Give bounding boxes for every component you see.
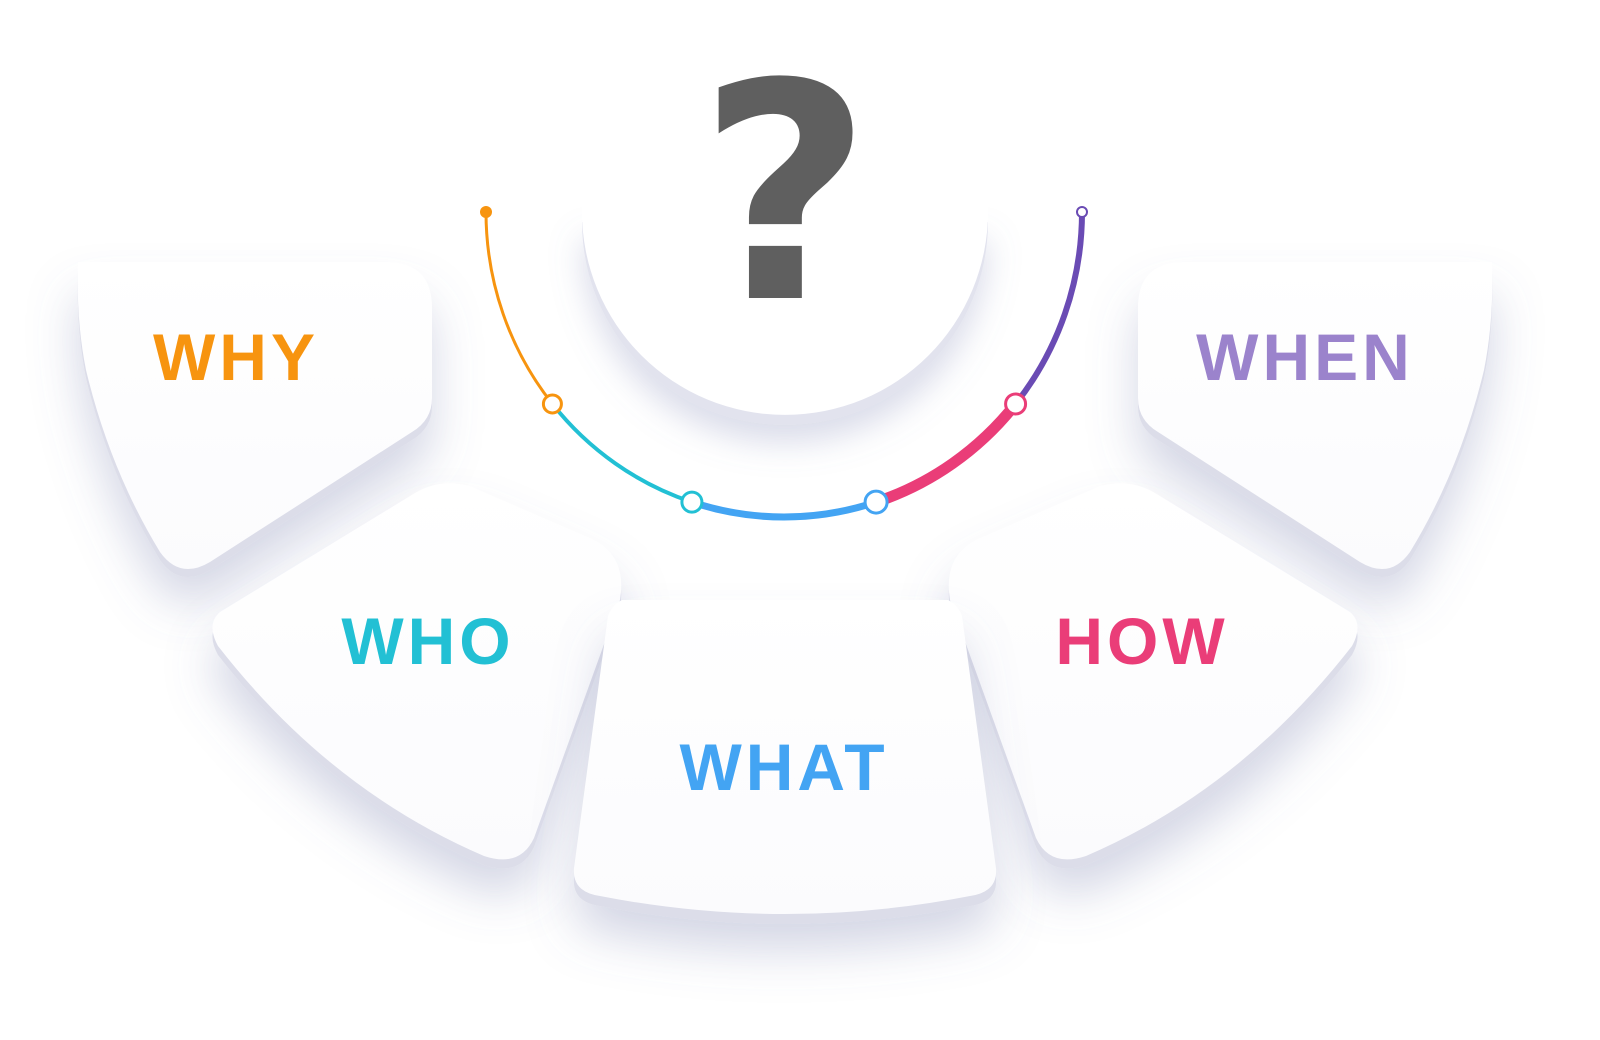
arc-segment-why (484, 210, 554, 406)
segment-why (77, 262, 433, 578)
arc-start-dot (480, 206, 492, 218)
label-when: WHEN (1196, 320, 1414, 394)
arc-joint-dot (863, 489, 889, 515)
segment-who (212, 483, 622, 869)
arc-end-dot (1076, 206, 1088, 218)
segment-what (573, 600, 997, 924)
label-who: WHO (341, 604, 514, 678)
segment-how (948, 483, 1358, 869)
segment-how-panel (948, 483, 1358, 860)
segment-why-panel (77, 262, 433, 570)
arc-joint-dot (541, 393, 563, 415)
arc-joint-dot (680, 490, 704, 514)
arc-segment-who (550, 401, 694, 505)
arc-segment-how (870, 398, 1022, 508)
segment-when-panel (1138, 262, 1493, 570)
center-disc-body (582, 0, 988, 415)
label-what: WHAT (679, 730, 888, 804)
segment-who-panel (212, 483, 622, 860)
connector-arc (480, 206, 1088, 521)
label-why: WHY (153, 320, 319, 394)
label-how: HOW (1055, 604, 1228, 678)
arc-segment-when (1012, 209, 1085, 407)
arc-segment-what (688, 498, 880, 521)
segment-what-panel (573, 600, 997, 914)
segment-when (1138, 262, 1493, 578)
center-disc: ? (582, 0, 988, 425)
question-mark-icon: ? (698, 20, 872, 369)
arc-joint-dot (1004, 392, 1028, 416)
